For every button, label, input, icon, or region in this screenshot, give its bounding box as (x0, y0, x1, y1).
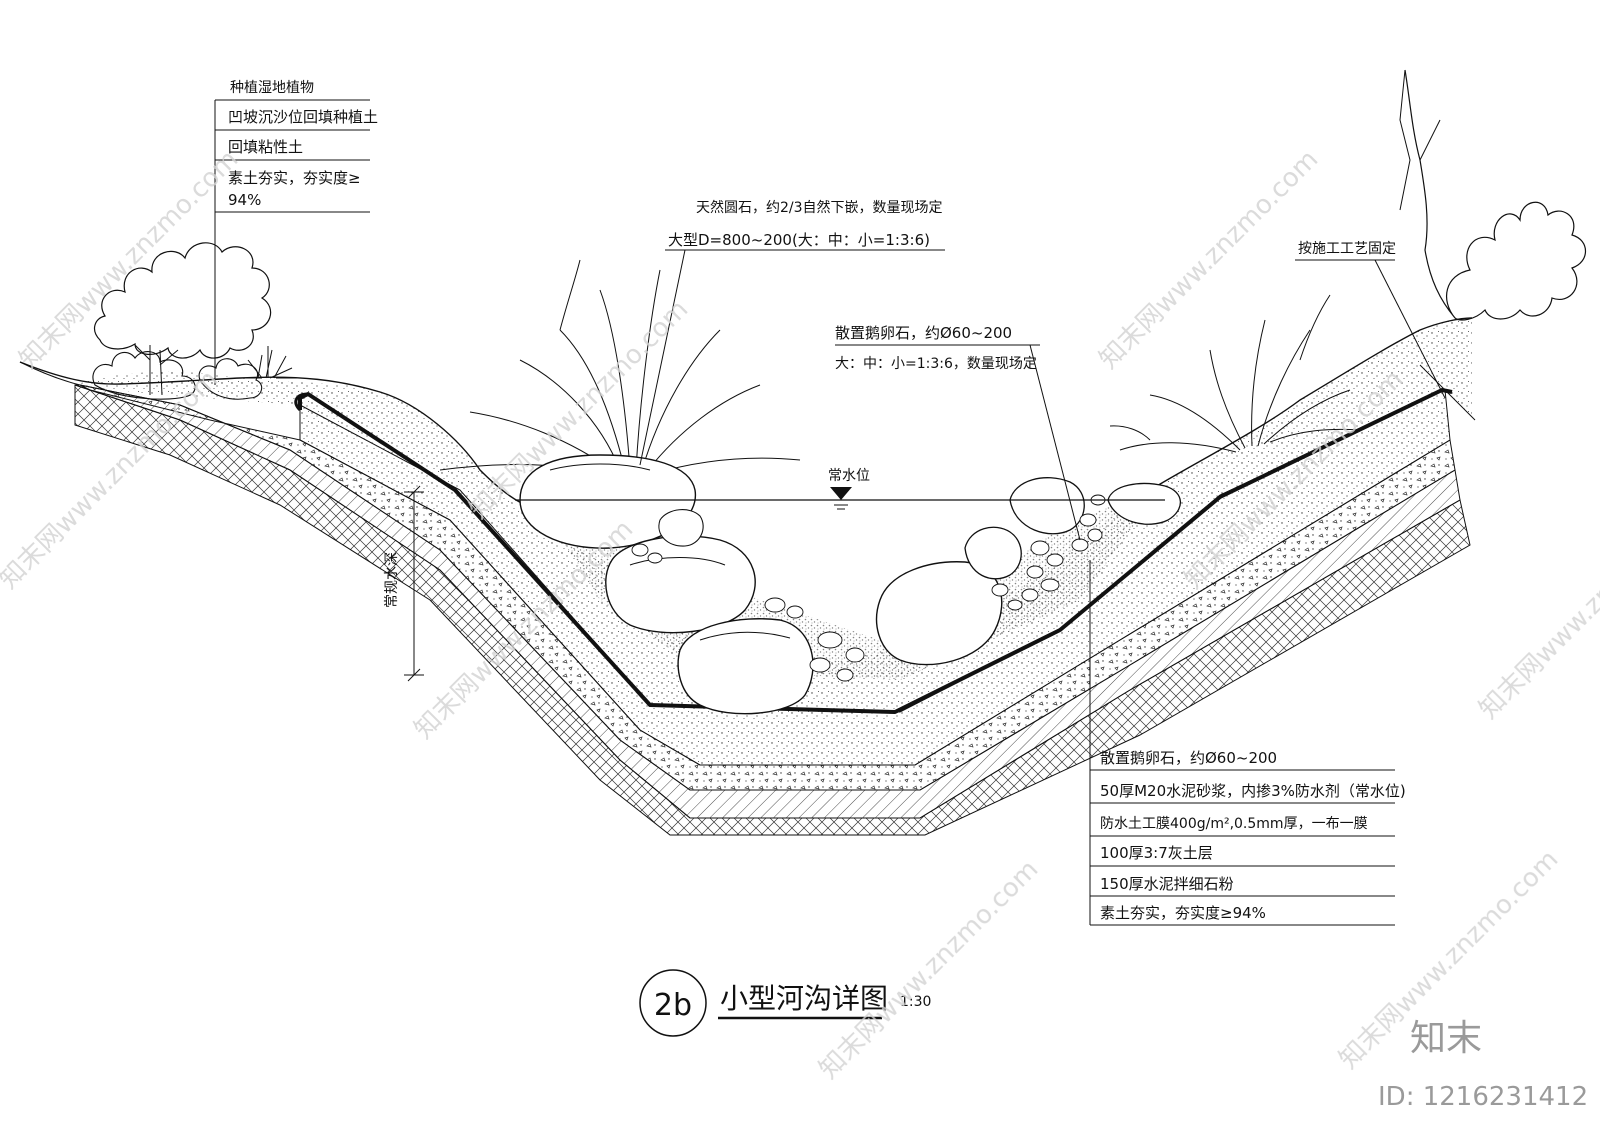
anchor-callout: 按施工工艺固定 (1295, 241, 1446, 399)
left-callout-row: 凹坡沉沙位回填种植土 (228, 108, 378, 126)
water-level-triangle (830, 487, 852, 500)
boulder (519, 454, 697, 549)
layer-row: 150厚水泥拌细石粉 (1100, 875, 1234, 893)
bank-fill-soil (75, 318, 1472, 712)
left-callout-row: 94% (228, 191, 261, 209)
layer-row: 防水土工膜400g/m²,0.5mm厚，一布一膜 (1100, 816, 1368, 832)
brand-id: ID: 1216231412 (1378, 1082, 1588, 1112)
pebble-bed (540, 490, 1160, 680)
layer-row: 100厚3:7灰土层 (1100, 844, 1213, 862)
boulder (876, 561, 1003, 666)
boulder-note-line2: 大型D=800~200(大：中：小=1:3:6) (668, 231, 930, 249)
watermark-text: 知末网www.znzmo.com (14, 144, 245, 375)
boulder (605, 535, 756, 634)
tree-canopy (93, 242, 272, 359)
left-callout-row: 素土夯实，夯实度≥ (228, 169, 361, 187)
brand-logo: 知末 (1410, 1018, 1482, 1059)
ground-surface-line (19, 317, 1473, 511)
left-callout-row: 回填粘性土 (228, 138, 303, 156)
pebble-note-line1: 散置鹅卵石，约Ø60~200 (835, 324, 1012, 342)
vegetation (92, 69, 1587, 497)
layer-row: 素土夯实，夯实度≥94% (1100, 904, 1266, 922)
drawing-title: 2b 小型河沟详图 1:30 (639, 969, 931, 1037)
water-level-label: 常水位 (828, 468, 870, 484)
watermark-text: 知末网www.znzmo.com (814, 854, 1045, 1085)
boulder (658, 509, 704, 547)
boulder (1009, 477, 1085, 535)
spiky-plant (1109, 294, 1361, 453)
boulder-note-line1: 天然圆石，约2/3自然下嵌，数量现场定 (696, 199, 943, 216)
shrub (92, 351, 196, 400)
wetland-plant (240, 346, 300, 379)
left-layer-callout: 种植湿地植物 凹坡沉沙位回填种植土 回填粘性土 素土夯实，夯实度≥ 94% (214, 80, 378, 385)
pebbles (631, 494, 1106, 682)
brand-stamp: 知末 ID: 1216231412 (1378, 1018, 1588, 1112)
pebble-note-line2: 大：中：小=1:3:6，数量现场定 (835, 356, 1037, 372)
drawing-scale: 1:30 (900, 994, 931, 1010)
layer-row: 50厚M20水泥砂浆，内掺3%防水剂（常水位) (1100, 782, 1406, 800)
boulder (1107, 482, 1182, 525)
boulders (519, 454, 1182, 715)
depth-label: 常规水深 (384, 552, 400, 608)
membrane-anchor (1419, 364, 1476, 421)
boulder-callout: 天然圆石，约2/3自然下嵌，数量现场定 大型D=800~200(大：中：小=1:… (639, 199, 945, 466)
left-callout-top: 种植湿地植物 (230, 80, 314, 96)
boulder (964, 526, 1022, 580)
water-level-marker: 常水位 (515, 468, 1165, 510)
anchor-note: 按施工工艺固定 (1298, 241, 1396, 257)
drawing-title-text: 小型河沟详图 (720, 982, 888, 1015)
watermark-text: 知末网www.znzmo.com (1474, 494, 1600, 725)
boulder (677, 618, 814, 715)
detail-mark-circle (639, 969, 707, 1037)
watermark-text: 知末网www.znzmo.com (1094, 144, 1325, 375)
detail-mark: 2b (654, 988, 692, 1023)
depth-dimension: 常规水深 (384, 485, 424, 682)
pebble-callout: 散置鹅卵石，约Ø60~200 大：中：小=1:3:6，数量现场定 (835, 324, 1081, 541)
tree-outline (1404, 69, 1587, 321)
layer-top-label: 散置鹅卵石，约Ø60~200 (1100, 749, 1277, 767)
right-layer-callout: 散置鹅卵石，约Ø60~200 50厚M20水泥砂浆，内掺3%防水剂（常水位) 防… (1089, 560, 1406, 926)
